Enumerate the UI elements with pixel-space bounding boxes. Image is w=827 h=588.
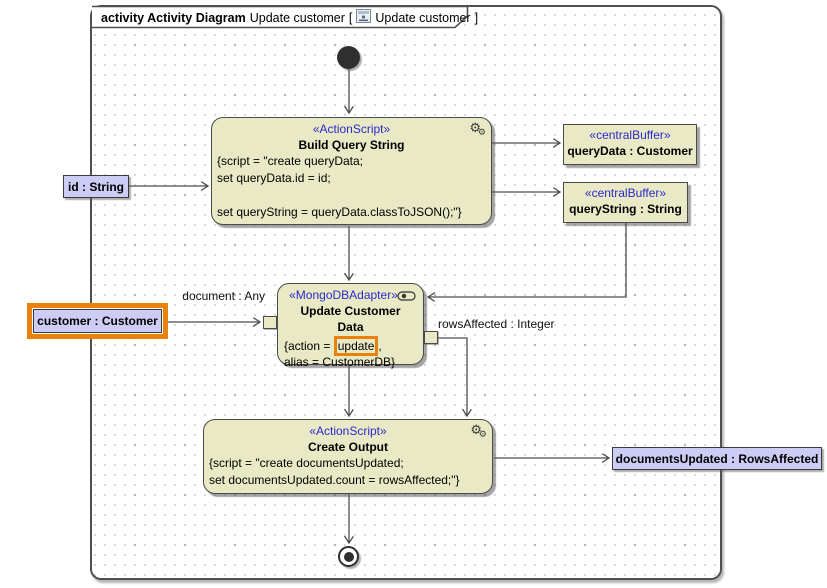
buffer-querystring[interactable]: «centralBuffer» queryString : String xyxy=(563,182,688,223)
script-gears-icon-small: ⚙ xyxy=(478,430,487,440)
mongo-name-line1: Update Customer xyxy=(300,304,401,318)
buffer-querydata[interactable]: «centralBuffer» queryData : Customer xyxy=(563,124,697,165)
frame-ref-name: Update customer xyxy=(375,10,471,25)
build-script-line: set queryString = queryData.classToJSON(… xyxy=(217,205,462,219)
create-name: Create Output xyxy=(307,440,388,454)
create-script-line: {script = "create documentsUpdated; xyxy=(209,456,404,470)
create-script-line: set documentsUpdated.count = rowsAffecte… xyxy=(209,473,460,487)
querydata-name: queryData : Customer xyxy=(567,144,693,158)
frame-diagram-name: Update customer xyxy=(249,10,345,25)
input-pin-document[interactable] xyxy=(263,316,277,329)
build-script-line xyxy=(212,187,491,204)
querystring-stereotype: «centralBuffer» xyxy=(584,186,667,200)
mongo-action-prefix: {action = xyxy=(284,339,334,353)
param-customer-selection[interactable]: customer : Customer xyxy=(27,303,168,339)
param-id[interactable]: id : String xyxy=(63,175,129,198)
script-gears-icon: ⚙ xyxy=(470,423,482,438)
querystring-name: queryString : String xyxy=(569,202,682,216)
frame-bracket-open: [ xyxy=(348,10,353,25)
mongo-name-line2: Data xyxy=(337,320,364,334)
mongo-action-line: {action = update, xyxy=(278,336,423,356)
adapter-stadium-icon xyxy=(397,290,417,304)
param-id-label: id : String xyxy=(68,179,124,194)
build-script-line: {script = "create queryData; xyxy=(217,154,363,168)
initial-node[interactable] xyxy=(337,46,360,69)
mongo-alias-line: alias = CustomerDB} xyxy=(284,355,396,369)
create-stereotype: «ActionScript» xyxy=(309,424,387,438)
action-create-output[interactable]: ⚙ ⚙ «ActionScript» Create Output {script… xyxy=(203,419,493,494)
activity-diagram-icon xyxy=(356,9,372,26)
frame-title-shape[interactable] xyxy=(92,5,469,29)
edge-rowsaffected-to-create[interactable] xyxy=(438,337,467,416)
mongo-action-value-highlighted[interactable]: update xyxy=(333,336,379,356)
script-gears-icon-small: ⚙ xyxy=(477,128,486,138)
action-build-query-string[interactable]: ⚙ ⚙ «ActionScript» Build Query String {s… xyxy=(211,117,492,225)
activity-final-node[interactable] xyxy=(338,546,359,567)
action-update-customer-data[interactable]: «MongoDBAdapter» Update Customer Data {a… xyxy=(277,283,424,369)
param-documents-updated-label: documentsUpdated : RowsAffected xyxy=(615,451,819,466)
script-gears-icon: ⚙ xyxy=(469,121,481,136)
activity-final-dot xyxy=(343,551,354,562)
param-customer[interactable]: customer : Customer xyxy=(33,309,162,333)
param-documents-updated[interactable]: documentsUpdated : RowsAffected xyxy=(612,447,822,470)
mongo-action-suffix: , xyxy=(378,339,382,353)
querydata-stereotype: «centralBuffer» xyxy=(589,128,671,142)
build-name: Build Query String xyxy=(298,138,405,152)
frame-bracket-close: ] xyxy=(474,10,479,25)
output-pin-rowsaffected[interactable] xyxy=(424,331,438,344)
frame-title[interactable]: activity Activity Diagram Update custome… xyxy=(101,9,478,26)
param-customer-label: customer : Customer xyxy=(37,314,158,328)
build-stereotype: «ActionScript» xyxy=(312,122,391,136)
edge-label-document[interactable]: document : Any xyxy=(182,289,265,303)
mongo-stereotype: «MongoDBAdapter» xyxy=(289,288,398,302)
edge-label-rowsaffected[interactable]: rowsAffected : Integer xyxy=(438,317,555,331)
build-script-line: set queryData.id = id; xyxy=(217,171,331,185)
frame-kind-label: activity Activity Diagram xyxy=(101,10,246,25)
edge-querystring-to-mongo[interactable] xyxy=(428,223,627,297)
